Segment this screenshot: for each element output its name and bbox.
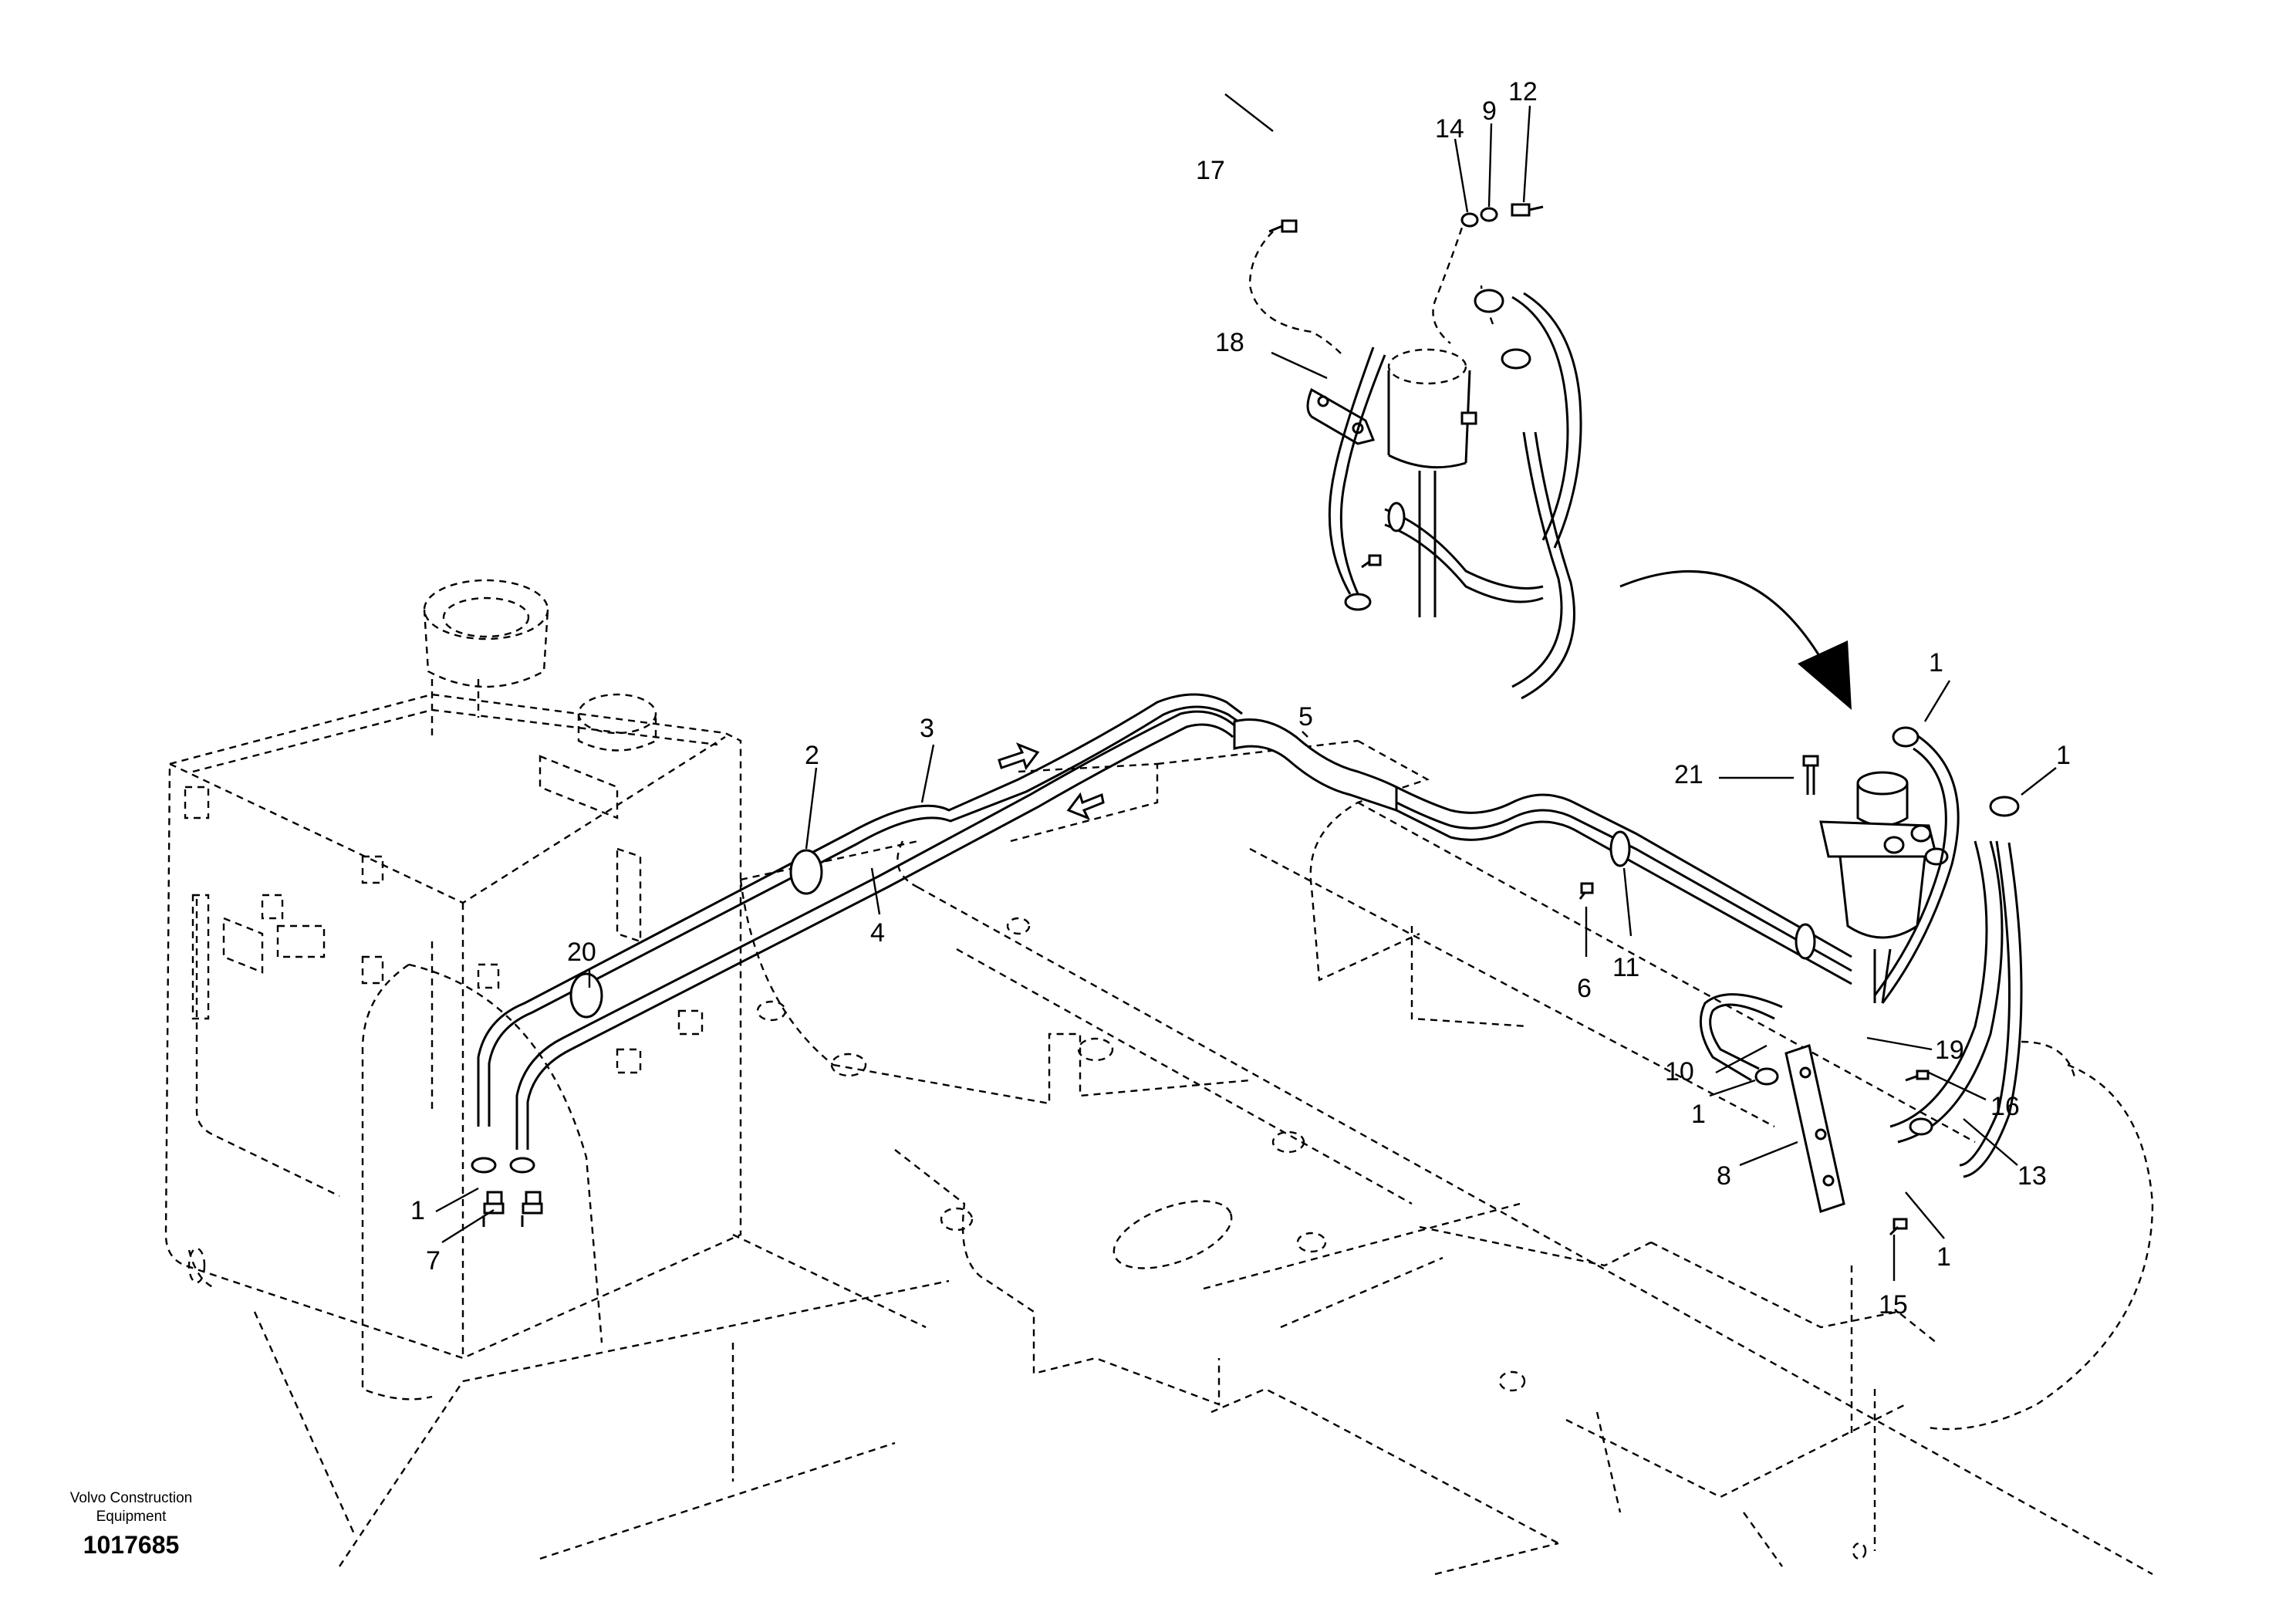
fuel-tank	[164, 579, 742, 1401]
label-8: 8	[1717, 1161, 1731, 1191]
brand-text: Volvo Construction Equipment	[46, 1489, 216, 1526]
label-7: 7	[426, 1246, 441, 1276]
label-11: 11	[1612, 953, 1639, 982]
label-5: 5	[1298, 702, 1313, 732]
label-1: 1	[410, 1196, 425, 1225]
label-17: 17	[1196, 156, 1225, 185]
label-13: 13	[2017, 1161, 2047, 1191]
document-number: 1017685	[83, 1531, 180, 1559]
part-labels: 17 14 9 12 18 1 1 21 5 3 2 4 20 6 11 19 …	[410, 77, 2071, 1320]
label-1: 1	[1691, 1100, 1706, 1129]
label-2: 2	[805, 741, 819, 770]
label-14: 14	[1435, 114, 1464, 144]
label-1: 1	[1936, 1242, 1951, 1272]
label-9: 9	[1482, 96, 1497, 126]
leader-lines	[435, 93, 2057, 1281]
machine-frame	[253, 739, 2154, 1576]
pipe-ends	[471, 1157, 543, 1227]
label-4: 4	[870, 918, 885, 948]
label-3: 3	[920, 714, 934, 743]
label-19: 19	[1935, 1036, 1964, 1065]
brand-line-1: Volvo Construction	[69, 1490, 193, 1506]
label-6: 6	[1577, 974, 1592, 1003]
label-10: 10	[1665, 1057, 1694, 1086]
label-12: 12	[1508, 77, 1538, 106]
label-18: 18	[1215, 328, 1244, 357]
brand-line-2: Equipment	[96, 1509, 167, 1525]
inset-detail	[1248, 203, 1852, 710]
label-1: 1	[2056, 741, 2071, 770]
label-15: 15	[1879, 1290, 1908, 1320]
label-16: 16	[1990, 1092, 2020, 1121]
label-21: 21	[1674, 760, 1703, 789]
label-20: 20	[567, 938, 596, 967]
fuel-pipes	[477, 693, 1852, 1150]
fuel-filter-assembly	[1578, 726, 2023, 1236]
label-1: 1	[1929, 648, 1943, 678]
